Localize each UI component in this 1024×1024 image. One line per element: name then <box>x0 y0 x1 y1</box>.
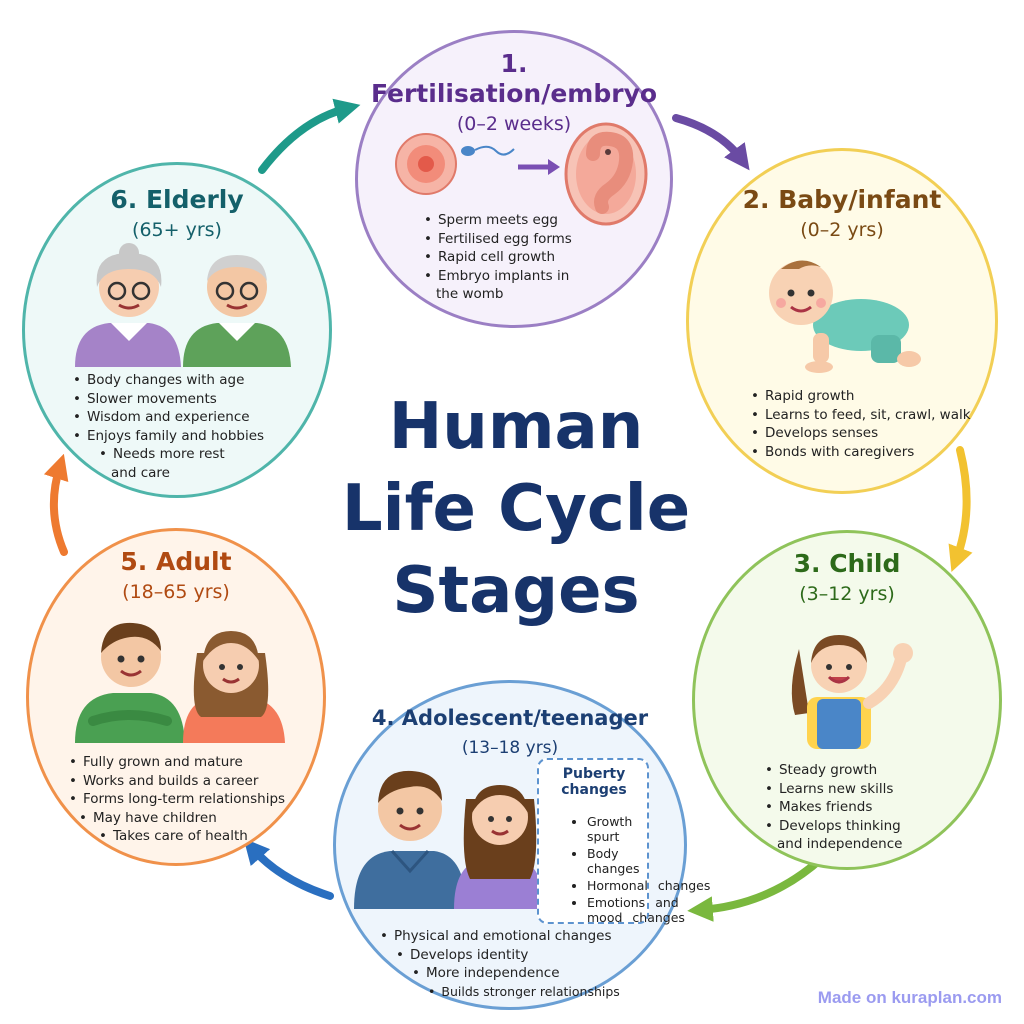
bullet-item: More independence <box>380 964 620 983</box>
fertilisation-illustration <box>395 122 648 226</box>
stage-bullets: Rapid growth Learns to feed, sit, crawl,… <box>751 387 971 461</box>
stage-title: 4. Adolescent/teenager <box>371 706 649 730</box>
teenage-boy-icon <box>354 770 466 909</box>
bullet-item: Physical and emotional changes <box>380 927 620 946</box>
stage-range: (65+ yrs) <box>132 219 222 241</box>
bullet-item: Wisdom and experience <box>73 408 264 427</box>
adults-illustration <box>75 622 285 743</box>
bullet-item: Fertilised egg forms <box>424 230 572 249</box>
puberty-item: Growth spurt <box>587 814 641 844</box>
arrow-elderly-to-fertilisation <box>258 98 361 174</box>
bullet-item: Learns new skills <box>765 780 902 799</box>
stage-fertilisation: 1. Fertilisation/embryo (0–2 weeks) Sper… <box>355 30 673 328</box>
bullet-item: Builds stronger relationships <box>380 983 619 1002</box>
title-line: Life Cycle <box>341 472 691 546</box>
arrow-adolescent-to-adult <box>243 838 334 900</box>
arrow-baby-to-child <box>948 446 973 572</box>
elderly-woman-icon <box>75 243 181 367</box>
stage-range: (0–2 yrs) <box>800 219 884 241</box>
bullet-item: Learns to feed, sit, crawl, walk <box>751 406 971 425</box>
bullet-item: Works and builds a career <box>69 772 285 791</box>
stage-title: 6. Elderly <box>110 185 244 214</box>
bullet-item: Steady growth <box>765 761 902 780</box>
stage-adult: 5. Adult (18–65 yrs) Fully grown and mat… <box>26 528 326 866</box>
bullet-item: Develops senses <box>751 424 971 443</box>
stage-baby: 2. Baby/infant (0–2 yrs) Rapid growth Le… <box>686 148 998 494</box>
stage-bullets: Steady growth Learns new skills Makes fr… <box>765 761 902 854</box>
stage-bullets: Fully grown and mature Works and builds … <box>69 753 285 846</box>
puberty-list: Growth spurt Body changes Hormonalchange… <box>547 814 710 925</box>
stage-title: 2. Baby/infant <box>742 185 942 214</box>
sperm-icon <box>461 145 515 156</box>
crawling-baby-icon <box>769 260 921 373</box>
bullet-item: Forms long-term relationships <box>69 790 285 809</box>
bullet-item: Enjoys family and hobbies <box>73 427 264 446</box>
bullet-item: Rapid growth <box>751 387 971 406</box>
title-line: Human <box>388 390 644 464</box>
stage-title: 1. Fertilisation/embryo <box>370 49 658 108</box>
embryo-icon <box>564 122 648 226</box>
stage-range: (0–2 weeks) <box>456 113 572 135</box>
title-line: Stages <box>392 554 640 628</box>
bullet-item: Makes friends <box>765 798 902 817</box>
stage-bullets: Physical and emotional changes Develops … <box>380 927 620 1001</box>
egg-cell-icon <box>395 133 457 195</box>
stage-title: 3. Child <box>793 549 901 578</box>
credit-text: Made on kuraplan.com <box>817 988 1002 1007</box>
stage-range: (13–18 yrs) <box>461 738 559 758</box>
adult-woman-icon <box>183 631 285 743</box>
stage-range: (3–12 yrs) <box>799 583 895 605</box>
bullet-item: Fully grown and mature <box>69 753 285 772</box>
stage-title: 5. Adult <box>120 547 232 576</box>
elderly-illustration <box>75 243 291 367</box>
teenagers-illustration <box>354 770 544 909</box>
bullet-item: Bonds with caregivers <box>751 443 971 462</box>
teenage-girl-icon <box>454 785 544 909</box>
bullet-item: Rapid cell growth <box>424 248 572 267</box>
bullet-item: Body changes with age <box>73 371 264 390</box>
elderly-man-icon <box>183 255 291 367</box>
bullet-item: Slower movements <box>73 390 264 409</box>
puberty-changes-box: Puberty changes Growth spurt Body change… <box>537 758 710 925</box>
arrow-adult-to-elderly <box>43 453 69 556</box>
stage-elderly: 6. Elderly (65+ yrs) Body changes with a… <box>22 162 332 498</box>
arrow-child-to-adolescent <box>687 854 826 922</box>
bullet-item: May have children <box>69 809 285 828</box>
bullet-item: Sperm meets egg <box>424 211 572 230</box>
stage-range: (18–65 yrs) <box>122 581 230 603</box>
stage-bullets: Sperm meets egg Fertilised egg forms Rap… <box>424 211 572 304</box>
bullet-item: Takes care of health <box>69 827 285 846</box>
adult-man-icon <box>75 622 185 743</box>
page-title: Human Life Cycle Stages <box>338 386 694 632</box>
stage-bullets: Body changes with age Slower movements W… <box>73 371 264 482</box>
puberty-title: Puberty changes <box>561 766 627 798</box>
arrow-fertilisation-to-baby <box>672 114 750 171</box>
bullet-item: Develops identity <box>380 946 620 965</box>
waving-girl-icon <box>791 635 913 749</box>
stage-child: 3. Child (3–12 yrs) Steady growth Learns… <box>692 530 1002 870</box>
puberty-item: Body changes <box>587 846 641 876</box>
